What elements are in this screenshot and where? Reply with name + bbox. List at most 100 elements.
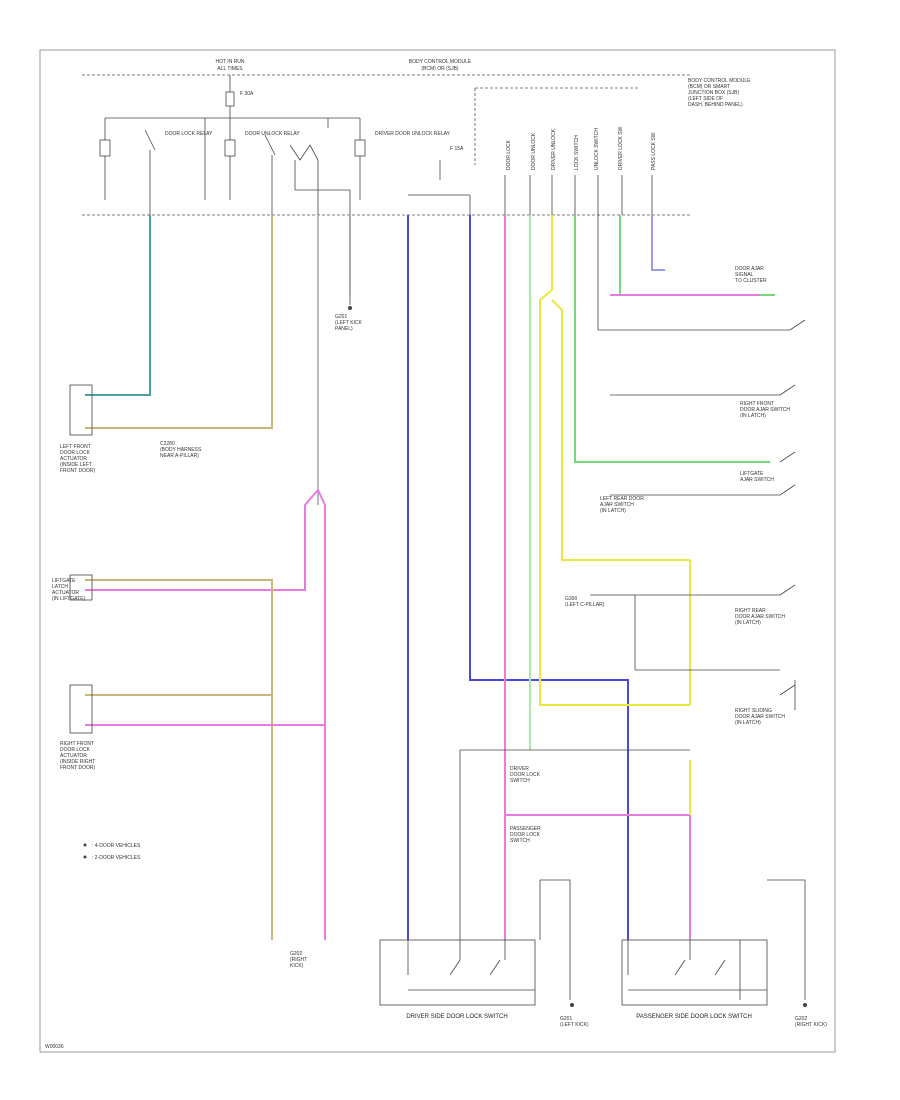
svg-text:: 4-DOOR VEHICLES: : 4-DOOR VEHICLES (92, 843, 141, 849)
relay-lock: DOOR LOCK RELAY (99, 118, 213, 215)
svg-text:RIGHT FRONT: RIGHT FRONT (60, 741, 94, 747)
svg-text:DOOR LOCK: DOOR LOCK (510, 832, 541, 838)
module-title: BODY CONTROL MODULE (409, 59, 472, 65)
svg-text:ACTUATOR: ACTUATOR (52, 590, 79, 596)
svg-text:FRONT DOOR): FRONT DOOR) (60, 765, 96, 771)
driver-lock-note: DRIVER DOOR LOCK SWITCH (510, 766, 541, 784)
left-front-door-actuator: LEFT FRONT DOOR LOCK ACTUATOR (INSIDE LE… (60, 384, 96, 474)
wire-yellow-rr (551, 299, 690, 561)
svg-text:LEFT FRONT: LEFT FRONT (60, 444, 91, 450)
c-harness-label: C2280 (BODY HARNESS NEAR A-PILLAR) (160, 441, 202, 459)
svg-text:SWITCH: SWITCH (510, 778, 530, 784)
wire-tan-lf-unlock (85, 215, 273, 429)
svg-text:DRIVER UNLOCK: DRIVER UNLOCK (551, 128, 557, 170)
fuse2-label: F 15A (450, 146, 464, 152)
svg-text:(LEFT KICK): (LEFT KICK) (560, 1022, 589, 1028)
svg-text:(LEFT C-PILLAR): (LEFT C-PILLAR) (565, 602, 605, 608)
module-subtitle: (BCM) OR (SJB) (421, 66, 459, 72)
svg-text:AJAR SWITCH: AJAR SWITCH (740, 477, 774, 483)
svg-text:KICK): KICK) (290, 963, 304, 969)
svg-text:(IN LATCH): (IN LATCH) (735, 720, 761, 726)
svg-text:(BCM) OR SMART: (BCM) OR SMART (688, 84, 730, 90)
svg-text:RIGHT REAR: RIGHT REAR (735, 608, 766, 614)
svg-text:G300: G300 (565, 596, 577, 602)
svg-text:TO CLUSTER: TO CLUSTER (735, 278, 767, 284)
svg-text:UNLOCK SWITCH: UNLOCK SWITCH (594, 128, 600, 170)
passenger-lock-note: PASSENGER DOOR LOCK SWITCH (510, 826, 541, 844)
svg-text:DOOR LOCK: DOOR LOCK (60, 747, 91, 753)
svg-text:G202: G202 (290, 951, 302, 957)
wire-teal-lf-lock (85, 215, 151, 396)
svg-text:FRONT DOOR): FRONT DOOR) (60, 468, 96, 474)
svg-text:DRIVER LOCK SW: DRIVER LOCK SW (618, 126, 624, 170)
legend: : 4-DOOR VEHICLES : 2-DOOR VEHICLES (83, 843, 141, 861)
svg-text:DOOR LOCK: DOOR LOCK (506, 139, 512, 170)
svg-text:(BODY HARNESS: (BODY HARNESS (160, 447, 202, 453)
svg-text:(INSIDE RIGHT: (INSIDE RIGHT (60, 759, 95, 765)
svg-text:DOOR AJAR SWITCH: DOOR AJAR SWITCH (740, 407, 790, 413)
svg-text:(IN LIFTGATE): (IN LIFTGATE) (52, 596, 86, 602)
svg-text:: 2-DOOR VEHICLES: : 2-DOOR VEHICLES (92, 855, 141, 861)
svg-text:(RIGHT KICK): (RIGHT KICK) (795, 1022, 827, 1028)
svg-text:DRIVER SIDE DOOR LOCK SWITCH: DRIVER SIDE DOOR LOCK SWITCH (406, 1014, 507, 1020)
svg-text:(RIGHT: (RIGHT (290, 957, 307, 963)
module-pin-labels: DOOR LOCK DOOR UNLOCK DRIVER UNLOCK LOCK… (504, 126, 657, 215)
diagram-frame (39, 49, 836, 1053)
svg-text:ACTUATOR: ACTUATOR (60, 456, 87, 462)
svg-text:DOOR LOCK: DOOR LOCK (60, 450, 91, 456)
right-module-note: BODY CONTROL MODULE (BCM) OR SMART JUNCT… (688, 78, 751, 108)
svg-text:G201: G201 (560, 1016, 572, 1022)
hot-label: HOT IN RUN (215, 59, 244, 65)
right-component-labels: DOOR AJAR SIGNAL TO CLUSTER RIGHT FRONT … (565, 266, 790, 726)
svg-text:LATCH: LATCH (52, 584, 68, 590)
right-switch-branches (459, 215, 790, 940)
svg-text:G202: G202 (795, 1016, 807, 1022)
wire-pink-lg (85, 489, 319, 591)
passenger-door-lock-switch: PASSENGER SIDE DOOR LOCK SWITCH G202 (RI… (621, 879, 827, 1028)
svg-text:NEAR A-PILLAR): NEAR A-PILLAR) (160, 453, 199, 459)
liftgate-actuator: LIFTGATE LATCH ACTUATOR (IN LIFTGATE) (52, 574, 93, 602)
svg-text:DRIVER: DRIVER (510, 766, 529, 772)
svg-text:PASS LOCK SW: PASS LOCK SW (651, 132, 657, 170)
svg-text:ACTUATOR: ACTUATOR (60, 753, 87, 759)
svg-text:DOOR AJAR: DOOR AJAR (735, 266, 764, 272)
svg-text:(IN LATCH): (IN LATCH) (735, 620, 761, 626)
svg-text:(INSIDE LEFT: (INSIDE LEFT (60, 462, 92, 468)
svg-text:LIFTGATE: LIFTGATE (740, 471, 764, 477)
wire-yellow-slider (539, 215, 690, 706)
svg-text:DOOR LOCK RELAY: DOOR LOCK RELAY (165, 131, 213, 137)
svg-text:DOOR LOCK: DOOR LOCK (510, 772, 541, 778)
wire-green-lgsw (574, 215, 770, 463)
svg-text:(IN LATCH): (IN LATCH) (600, 508, 626, 514)
svg-text:RIGHT FRONT: RIGHT FRONT (740, 401, 774, 407)
wire-pink-pass (504, 215, 691, 940)
svg-text:PASSENGER: PASSENGER (510, 826, 541, 832)
svg-text:(LEFT SIDE OF: (LEFT SIDE OF (688, 96, 723, 102)
ground-g201-top: G201 (LEFT KICK PANEL) (335, 295, 363, 332)
wire-blue-pass-sw (469, 215, 629, 940)
svg-text:DOOR UNLOCK: DOOR UNLOCK (531, 132, 537, 170)
hot-sub-label: ALL TIMES (217, 66, 243, 72)
svg-text:PASSENGER SIDE DOOR LOCK SWITC: PASSENGER SIDE DOOR LOCK SWITCH (636, 1014, 752, 1020)
svg-text:AJAR SWITCH: AJAR SWITCH (600, 502, 634, 508)
svg-text:DOOR UNLOCK RELAY: DOOR UNLOCK RELAY (245, 131, 300, 137)
ajar-switch-icons (779, 319, 806, 710)
svg-text:RIGHT SLIDING: RIGHT SLIDING (735, 708, 772, 714)
wire-violet-signal (651, 215, 665, 271)
svg-text:BODY CONTROL MODULE: BODY CONTROL MODULE (688, 78, 751, 84)
svg-text:LIFTGATE: LIFTGATE (52, 578, 76, 584)
driver-door-lock-switch: DRIVER SIDE DOOR LOCK SWITCH G201 (LEFT … (379, 879, 589, 1028)
wire-tan-lg (85, 579, 273, 940)
relay-unlock: DOOR UNLOCK RELAY (224, 118, 351, 215)
svg-text:PANEL): PANEL) (335, 326, 353, 332)
svg-text:SIGNAL: SIGNAL (735, 272, 754, 278)
wire-pink-rf (317, 489, 326, 940)
fuse-label: F 30A (240, 91, 254, 97)
relay-driver-unlock: DRIVER DOOR UNLOCK RELAY (327, 118, 451, 200)
svg-text:LEFT REAR DOOR: LEFT REAR DOOR (600, 496, 644, 502)
svg-text:DOOR AJAR SWITCH: DOOR AJAR SWITCH (735, 614, 785, 620)
svg-text:C2280: C2280 (160, 441, 175, 447)
fuse-icon (225, 75, 235, 118)
svg-text:SWITCH: SWITCH (510, 838, 530, 844)
